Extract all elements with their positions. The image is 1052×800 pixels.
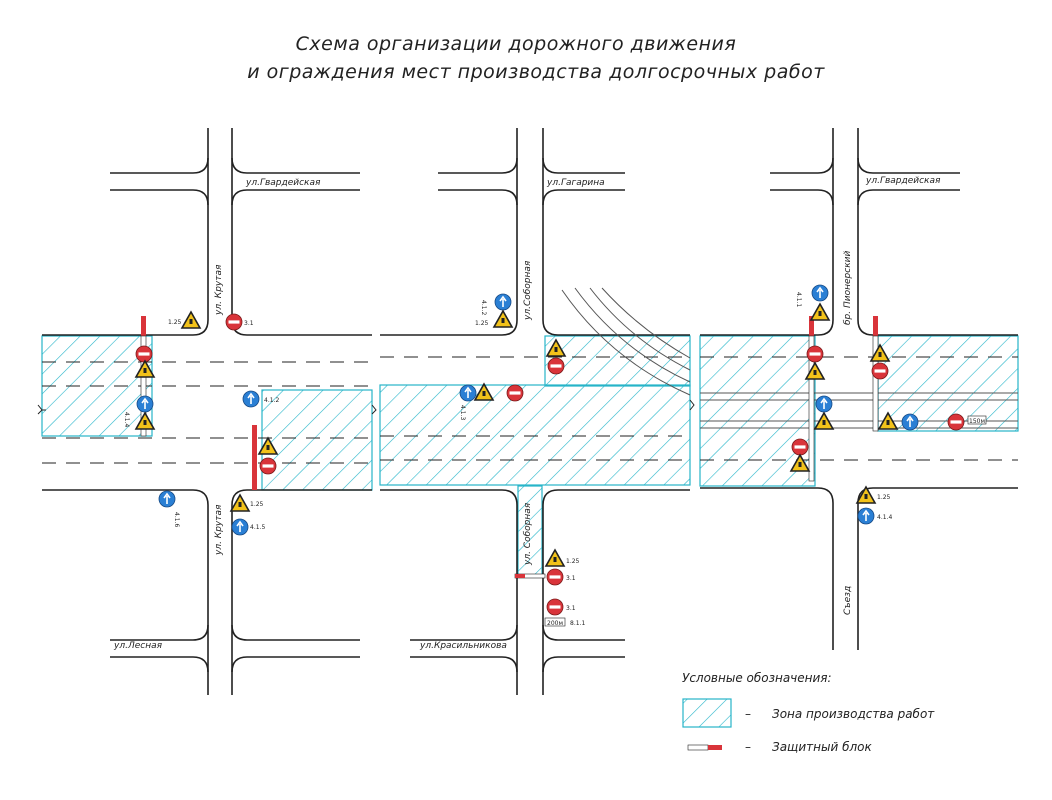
- svg-text:4.1.5: 4.1.5: [250, 524, 265, 531]
- svg-text:3.1: 3.1: [244, 320, 254, 327]
- svg-text:4.1.4: 4.1.4: [877, 514, 892, 521]
- street-gagarina: ул.Гагарина: [546, 178, 605, 188]
- svg-text:8.1.1: 8.1.1: [570, 620, 585, 627]
- svg-text:200м: 200м: [547, 620, 563, 627]
- work-zone-middle: [379, 384, 691, 486]
- svg-text:4.1.2: 4.1.2: [480, 300, 487, 315]
- street-sobornaya-bottom: ул. Соборная: [523, 502, 533, 566]
- svg-text:1.25: 1.25: [250, 501, 264, 508]
- street-krutaya-top: ул. Крутая: [214, 264, 224, 316]
- left-intersection: ул.Гвардейская ул.Лесная ул. Крутая ул. …: [41, 128, 373, 695]
- street-gvardeyskaya-left: ул.Гвардейская: [245, 178, 321, 188]
- middle-intersection: 200м 8.1.1 1.25 3.1 3.1 4.1.2 1.25 4.1.3…: [379, 128, 691, 695]
- legend-work-zone-label: Зона производства работ: [772, 707, 935, 721]
- svg-text:3.1: 3.1: [566, 605, 576, 612]
- street-sezd: Съезд: [843, 586, 853, 615]
- svg-text:4.1.6: 4.1.6: [173, 512, 180, 527]
- street-sobornaya-top: ул.Соборная: [523, 260, 533, 321]
- street-gvardeyskaya-right: ул.Гвардейская: [865, 176, 941, 186]
- svg-text:1.25: 1.25: [168, 319, 182, 326]
- legend-work-zone-swatch: [682, 698, 732, 728]
- right-intersection: 150м 1.25 4.1.4 4.1.1 ул.Гвардейская бр.…: [699, 128, 1019, 650]
- legend-dash: –: [745, 707, 751, 721]
- legend-protective-block-swatch: [687, 744, 709, 751]
- diagram-title-line1: Схема организации дорожного движения: [295, 33, 737, 55]
- diagram-title-line2: и ограждения мест производства долгосроч…: [247, 61, 825, 83]
- street-lesnaya: ул.Лесная: [113, 641, 163, 651]
- legend-dash: –: [745, 740, 751, 754]
- street-pionersky: бр. Пионерский: [843, 251, 853, 325]
- svg-text:150м: 150м: [969, 418, 985, 425]
- svg-text:1.25: 1.25: [877, 494, 891, 501]
- legend-title: Условные обозначения:: [682, 671, 832, 685]
- svg-text:3.1: 3.1: [566, 575, 576, 582]
- work-zone-left-east: [261, 389, 373, 491]
- svg-text:4.1.1: 4.1.1: [795, 292, 802, 307]
- street-krutaya-bottom: ул. Крутая: [214, 504, 224, 556]
- work-zone-middle-north: [544, 335, 691, 387]
- legend-protective-block-label: Защитный блок: [772, 740, 872, 754]
- svg-text:1.25: 1.25: [566, 558, 580, 565]
- street-krasilnikova: ул.Красильникова: [419, 641, 507, 651]
- svg-text:4.1.4: 4.1.4: [123, 412, 130, 427]
- work-zone-sobornaya-south: [517, 485, 543, 577]
- svg-text:4.1.2: 4.1.2: [264, 397, 279, 404]
- svg-text:1.25: 1.25: [475, 320, 489, 327]
- svg-text:4.1.3: 4.1.3: [459, 405, 466, 420]
- work-zone-right-east: [877, 335, 1019, 432]
